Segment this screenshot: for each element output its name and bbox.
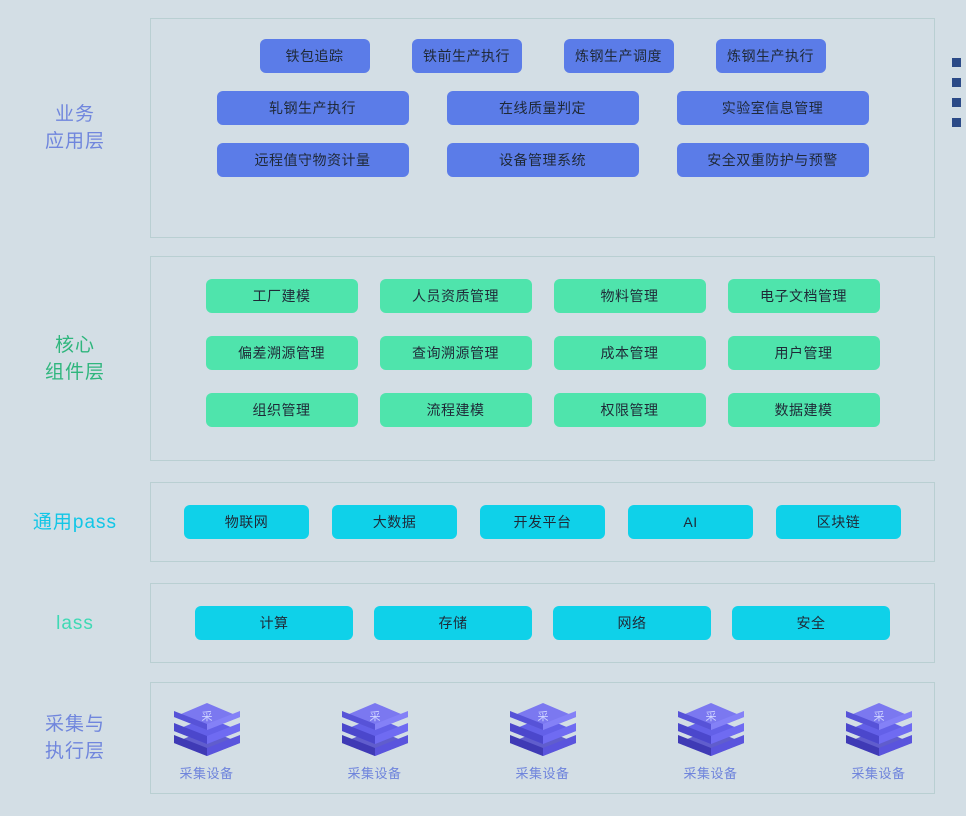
svg-text:采: 采: [705, 710, 716, 723]
business-row-3: 远程值守物资计量 设备管理系统 安全双重防护与预警: [151, 143, 934, 177]
layer-label-acquisition: 采集与 执行层: [44, 714, 105, 762]
core-row-3: 组织管理 流程建模 权限管理 数据建模: [151, 393, 934, 427]
core-row-1: 工厂建模 人员资质管理 物料管理 电子文档管理: [151, 279, 934, 313]
device-label: 采集设备: [179, 766, 234, 781]
layer-label-paas: 通用pass: [32, 511, 118, 533]
panel-acquisition-execution: 采 采集设备: [150, 682, 935, 794]
chip-data-modeling[interactable]: 数据建模: [727, 393, 880, 427]
layer-label-core: 核心 组件层: [44, 334, 105, 383]
edge-marker-icon: [952, 118, 961, 127]
edge-marker-icon: [952, 78, 961, 87]
chip-storage[interactable]: 存储: [374, 606, 532, 640]
chip-ai[interactable]: AI: [628, 505, 753, 539]
chip-steelmaking-scheduling[interactable]: 炼钢生产调度: [563, 39, 674, 73]
device-item[interactable]: 采 采集设备: [824, 699, 934, 782]
iaas-row-1: 计算 存储 网络 安全: [151, 606, 934, 640]
chip-factory-modeling[interactable]: 工厂建模: [205, 279, 358, 313]
device-item[interactable]: 采 采集设备: [152, 699, 262, 782]
device-label: 采集设备: [683, 766, 738, 781]
svg-text:采: 采: [873, 710, 884, 723]
chip-network[interactable]: 网络: [553, 606, 711, 640]
chip-organization-management[interactable]: 组织管理: [205, 393, 358, 427]
chip-rolling-execution[interactable]: 轧钢生产执行: [216, 91, 409, 125]
acquisition-device-icon: 采: [504, 699, 582, 757]
chip-tiebao-tracking[interactable]: 铁包追踪: [259, 39, 370, 73]
chip-permission-management[interactable]: 权限管理: [553, 393, 706, 427]
layer-label-iaas: lass: [56, 612, 94, 634]
layer-core-component: 核心 组件层 工厂建模 人员资质管理 物料管理 电子文档管理 偏差溯源管理 查询…: [0, 256, 935, 461]
edge-marker-group: [952, 58, 966, 127]
chip-development-platform[interactable]: 开发平台: [480, 505, 605, 539]
chip-lab-information-management[interactable]: 实验室信息管理: [676, 91, 869, 125]
panel-core-component: 工厂建模 人员资质管理 物料管理 电子文档管理 偏差溯源管理 查询溯源管理 成本…: [150, 256, 935, 461]
device-item[interactable]: 采 采集设备: [488, 699, 598, 782]
chip-material-management[interactable]: 物料管理: [553, 279, 706, 313]
chip-blockchain[interactable]: 区块链: [776, 505, 901, 539]
chip-security[interactable]: 安全: [732, 606, 890, 640]
chip-steelmaking-execution[interactable]: 炼钢生产执行: [715, 39, 826, 73]
device-item[interactable]: 采 采集设备: [656, 699, 766, 782]
chip-safety-dual-prevention-alert[interactable]: 安全双重防护与预警: [676, 143, 869, 177]
paas-row-1: 物联网 大数据 开发平台 AI 区块链: [151, 505, 934, 539]
chip-ironmaking-execution[interactable]: 铁前生产执行: [411, 39, 522, 73]
acquisition-device-icon: 采: [672, 699, 750, 757]
chip-personnel-qualification[interactable]: 人员资质管理: [379, 279, 532, 313]
panel-iaas: 计算 存储 网络 安全: [150, 583, 935, 663]
chip-equipment-management-system[interactable]: 设备管理系统: [446, 143, 639, 177]
chip-big-data[interactable]: 大数据: [332, 505, 457, 539]
chip-electronic-document-management[interactable]: 电子文档管理: [727, 279, 880, 313]
business-row-1: 铁包追踪 铁前生产执行 炼钢生产调度 炼钢生产执行: [151, 39, 934, 73]
device-item[interactable]: 采 采集设备: [320, 699, 430, 782]
panel-business-application: 铁包追踪 铁前生产执行 炼钢生产调度 炼钢生产执行 轧钢生产执行 在线质量判定 …: [150, 18, 935, 238]
layer-business-application: 业务 应用层 铁包追踪 铁前生产执行 炼钢生产调度 炼钢生产执行 轧钢生产执行 …: [0, 18, 935, 238]
layer-acquisition-execution: 采集与 执行层: [0, 682, 935, 794]
chip-remote-material-metering[interactable]: 远程值守物资计量: [216, 143, 409, 177]
chip-online-quality-judgement[interactable]: 在线质量判定: [446, 91, 639, 125]
svg-text:采: 采: [369, 710, 380, 723]
acquisition-device-icon: 采: [336, 699, 414, 757]
chip-compute[interactable]: 计算: [195, 606, 353, 640]
layer-label-business: 业务 应用层: [44, 104, 105, 152]
chip-iot[interactable]: 物联网: [184, 505, 309, 539]
acquisition-device-icon: 采: [840, 699, 918, 757]
svg-text:采: 采: [201, 710, 212, 723]
layer-paas: 通用pass 物联网 大数据 开发平台 AI 区块链: [0, 482, 935, 562]
business-row-2: 轧钢生产执行 在线质量判定 实验室信息管理: [151, 91, 934, 125]
panel-paas: 物联网 大数据 开发平台 AI 区块链: [150, 482, 935, 562]
chip-cost-management[interactable]: 成本管理: [553, 336, 706, 370]
core-row-2: 偏差溯源管理 查询溯源管理 成本管理 用户管理: [151, 336, 934, 370]
svg-text:采: 采: [537, 710, 548, 723]
chip-deviation-traceability[interactable]: 偏差溯源管理: [205, 336, 358, 370]
device-label: 采集设备: [851, 766, 906, 781]
edge-marker-icon: [952, 58, 961, 67]
edge-marker-icon: [952, 98, 961, 107]
chip-query-traceability[interactable]: 查询溯源管理: [379, 336, 532, 370]
device-label: 采集设备: [515, 766, 570, 781]
acquisition-device-icon: 采: [168, 699, 246, 757]
chip-process-modeling[interactable]: 流程建模: [379, 393, 532, 427]
edge-device-row: 采 采集设备: [151, 699, 934, 782]
device-label: 采集设备: [347, 766, 402, 781]
chip-user-management[interactable]: 用户管理: [727, 336, 880, 370]
layer-iaas: lass 计算 存储 网络 安全: [0, 583, 935, 663]
